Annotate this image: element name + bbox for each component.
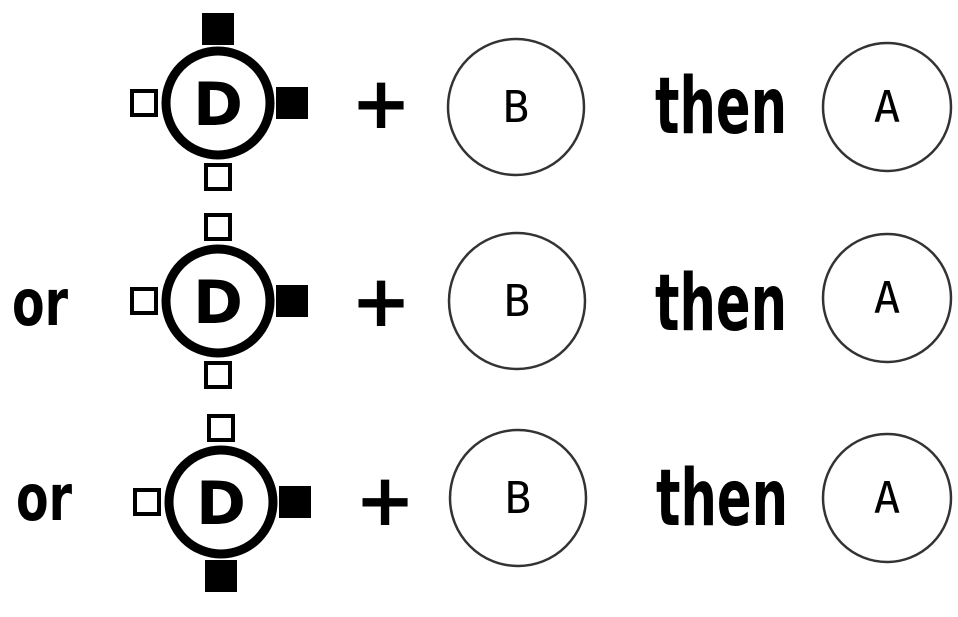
- dpad-right-pressed: [276, 87, 308, 119]
- dpad-letter: D: [196, 469, 246, 539]
- combo-prefix: or: [12, 267, 68, 341]
- second-button-letter: A: [874, 273, 901, 324]
- dpad-letter: D: [193, 268, 243, 338]
- dpad-icon: D: [130, 213, 308, 389]
- round-button-icon: A: [821, 41, 953, 173]
- combo-prefix: or: [16, 462, 72, 536]
- dpad-ring: [161, 244, 275, 358]
- second-button-letter: A: [874, 82, 901, 133]
- dpad-right-pressed: [276, 285, 308, 317]
- first-button-letter: B: [503, 82, 530, 133]
- dpad-letter: D: [193, 70, 243, 140]
- dpad-right-pressed: [279, 486, 311, 518]
- combo-row-3: or D + B then A: [16, 414, 953, 592]
- connector-then: then: [655, 259, 787, 349]
- dpad-up-pressed: [202, 13, 234, 45]
- first-button-letter: B: [505, 473, 532, 524]
- first-button-letter: B: [504, 276, 531, 327]
- round-button-icon: B: [446, 37, 586, 177]
- round-button-icon: A: [821, 232, 953, 364]
- combo-row-2: or D + B then A: [12, 213, 953, 389]
- dpad-ring: [161, 46, 275, 160]
- dpad-icon: D: [130, 13, 308, 191]
- plus-icon: +: [351, 259, 411, 343]
- dpad-down-pressed: [205, 560, 237, 592]
- combo-row-1: D + B then A: [130, 13, 953, 191]
- dpad-up: [204, 213, 232, 241]
- dpad-left: [130, 89, 158, 117]
- dpad-icon: D: [133, 414, 311, 592]
- connector-then: then: [655, 62, 787, 152]
- dpad-down: [204, 163, 232, 191]
- dpad-ring: [164, 445, 278, 559]
- dpad-down: [204, 361, 232, 389]
- plus-icon: +: [351, 61, 411, 145]
- second-button-letter: A: [874, 473, 901, 524]
- round-button-icon: A: [821, 432, 953, 564]
- connector-then: then: [656, 454, 788, 544]
- plus-icon: +: [355, 458, 415, 542]
- round-button-icon: B: [448, 428, 588, 568]
- round-button-icon: B: [447, 231, 587, 371]
- dpad-left: [130, 287, 158, 315]
- dpad-up: [207, 414, 235, 442]
- dpad-left: [133, 488, 161, 516]
